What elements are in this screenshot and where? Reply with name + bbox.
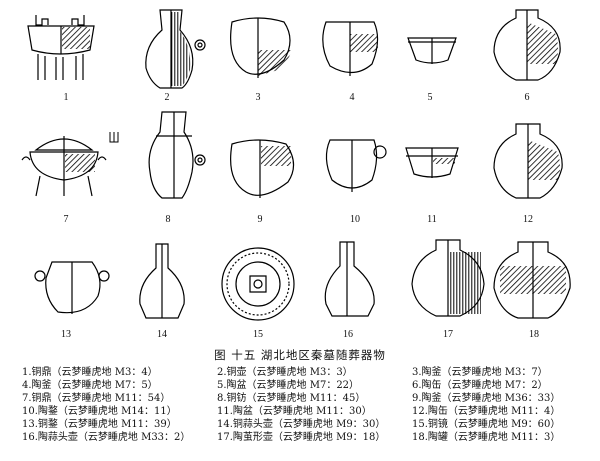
pottery-fou-drawing xyxy=(494,10,560,80)
legend-entry: 3.陶釜（云梦睡虎地 M3：7） xyxy=(412,367,548,378)
pottery-mou-drawing xyxy=(326,140,386,192)
artifact-plate xyxy=(0,0,600,345)
legend-entry: 1.铜鼎（云梦睡虎地 M3：4） xyxy=(22,367,158,378)
figure-number: 15 xyxy=(253,329,263,340)
legend-entry: 13.铜鍪（云梦睡虎地 M11：39） xyxy=(22,419,177,430)
figure-number: 6 xyxy=(524,92,530,103)
legend-entry: 4.陶釜（云梦睡虎地 M7：5） xyxy=(22,380,158,391)
figure-number: 12 xyxy=(523,214,533,225)
legend-entry: 10.陶鍪（云梦睡虎地 M14：11） xyxy=(22,406,177,417)
figure-legend: 1.铜鼎（云梦睡虎地 M3：4） 2.铜壶（云梦睡虎地 M3：3） 3.陶釜（云… xyxy=(22,366,592,444)
figure-number: 16 xyxy=(343,329,353,340)
pottery-cocoon-hu-drawing xyxy=(412,240,484,316)
bronze-mou-drawing xyxy=(35,262,109,314)
legend-entry: 18.陶罐（云梦睡虎地 M11：3） xyxy=(412,432,561,443)
legend-entry: 14.铜蒜头壶（云梦睡虎地 M9：30） xyxy=(217,419,386,430)
legend-entry: 2.铜壶（云梦睡虎地 M3：3） xyxy=(217,367,353,378)
pottery-fou-drawing xyxy=(494,124,562,198)
pottery-fu-drawing xyxy=(323,22,378,76)
figure-number: 14 xyxy=(157,329,167,340)
pottery-fu-drawing xyxy=(231,140,294,198)
figure-caption: 图 十五 湖北地区秦墓随葬器物 xyxy=(214,348,386,362)
figure-number: 17 xyxy=(443,329,453,340)
legend-row: 7.铜鼎（云梦睡虎地 M11：54） 8.铜钫（云梦睡虎地 M11：45） 9.… xyxy=(22,392,592,405)
figure-number: 18 xyxy=(529,329,539,340)
figure-number: 13 xyxy=(61,329,71,340)
bronze-ding-drawing xyxy=(28,15,94,80)
legend-row: 10.陶鍪（云梦睡虎地 M14：11） 11.陶盆（云梦睡虎地 M11：30） … xyxy=(22,405,592,418)
legend-entry: 9.陶釜（云梦睡虎地 M36：33） xyxy=(412,393,561,404)
figure-number: 5 xyxy=(427,92,433,103)
figure-number: 4 xyxy=(349,92,355,103)
legend-entry: 11.陶盆（云梦睡虎地 M11：30） xyxy=(217,406,372,417)
legend-entry: 15.铜镜（云梦睡虎地 M9：60） xyxy=(412,419,561,430)
figure-number: 10 xyxy=(350,214,360,225)
bronze-ding-with-lid-drawing xyxy=(22,132,118,196)
pottery-garlic-head-hu-drawing xyxy=(325,242,374,316)
figure-number: 1 xyxy=(63,92,69,103)
figure-number: 9 xyxy=(257,214,263,225)
bronze-fang-drawing xyxy=(149,112,205,198)
legend-entry: 12.陶缶（云梦睡虎地 M11：4） xyxy=(412,406,561,417)
legend-row: 4.陶釜（云梦睡虎地 M7：5） 5.陶盆（云梦睡虎地 M7：22） 6.陶缶（… xyxy=(22,379,592,392)
legend-entry: 5.陶盆（云梦睡虎地 M7：22） xyxy=(217,380,360,391)
legend-entry: 17.陶茧形壶（云梦睡虎地 M9：18） xyxy=(217,432,386,443)
bronze-garlic-head-hu-drawing xyxy=(140,244,184,318)
pottery-fu-drawing xyxy=(231,18,292,78)
figure-number: 8 xyxy=(165,214,171,225)
figure-number: 7 xyxy=(63,214,69,225)
bronze-mirror-drawing xyxy=(222,248,294,320)
figure-number: 2 xyxy=(164,92,170,103)
legend-row: 16.陶蒜头壶（云梦睡虎地 M33：2） 17.陶茧形壶（云梦睡虎地 M9：18… xyxy=(22,431,592,444)
legend-entry: 16.陶蒜头壶（云梦睡虎地 M33：2） xyxy=(22,432,191,443)
figure-number: 3 xyxy=(255,92,261,103)
bronze-hu-drawing xyxy=(146,10,205,88)
legend-row: 13.铜鍪（云梦睡虎地 M11：39） 14.铜蒜头壶（云梦睡虎地 M9：30）… xyxy=(22,418,592,431)
pottery-guan-drawing xyxy=(494,242,570,318)
legend-entry: 6.陶缶（云梦睡虎地 M7：2） xyxy=(412,380,548,391)
pottery-basin-drawing xyxy=(408,38,456,64)
legend-entry: 7.铜鼎（云梦睡虎地 M11：54） xyxy=(22,393,171,404)
pottery-basin-drawing xyxy=(406,148,458,178)
legend-row: 1.铜鼎（云梦睡虎地 M3：4） 2.铜壶（云梦睡虎地 M3：3） 3.陶釜（云… xyxy=(22,366,592,379)
legend-entry: 8.铜钫（云梦睡虎地 M11：45） xyxy=(217,393,366,404)
figure-number: 11 xyxy=(427,214,437,225)
